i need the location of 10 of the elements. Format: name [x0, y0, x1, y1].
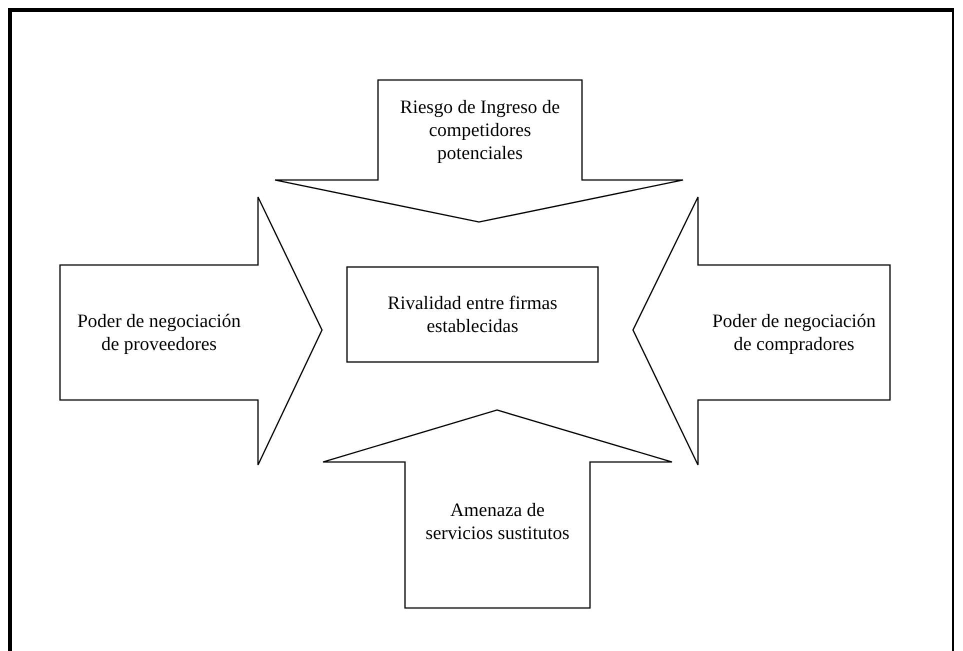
block-arrow [275, 80, 683, 222]
node-text: Amenaza de servicios sustitutos [424, 499, 571, 545]
rectangle-box [347, 267, 598, 362]
node-text: Rivalidad entre firmas establecidas [386, 292, 558, 338]
node-text: Riesgo de Ingreso de competidores potenciales [399, 96, 561, 164]
block-arrow [60, 197, 322, 465]
block-arrow [633, 197, 890, 465]
node-text: Poder de negociación de compradores [711, 310, 877, 356]
node-text: Poder de negociación de proveedores [76, 310, 242, 356]
block-arrow [323, 410, 672, 608]
